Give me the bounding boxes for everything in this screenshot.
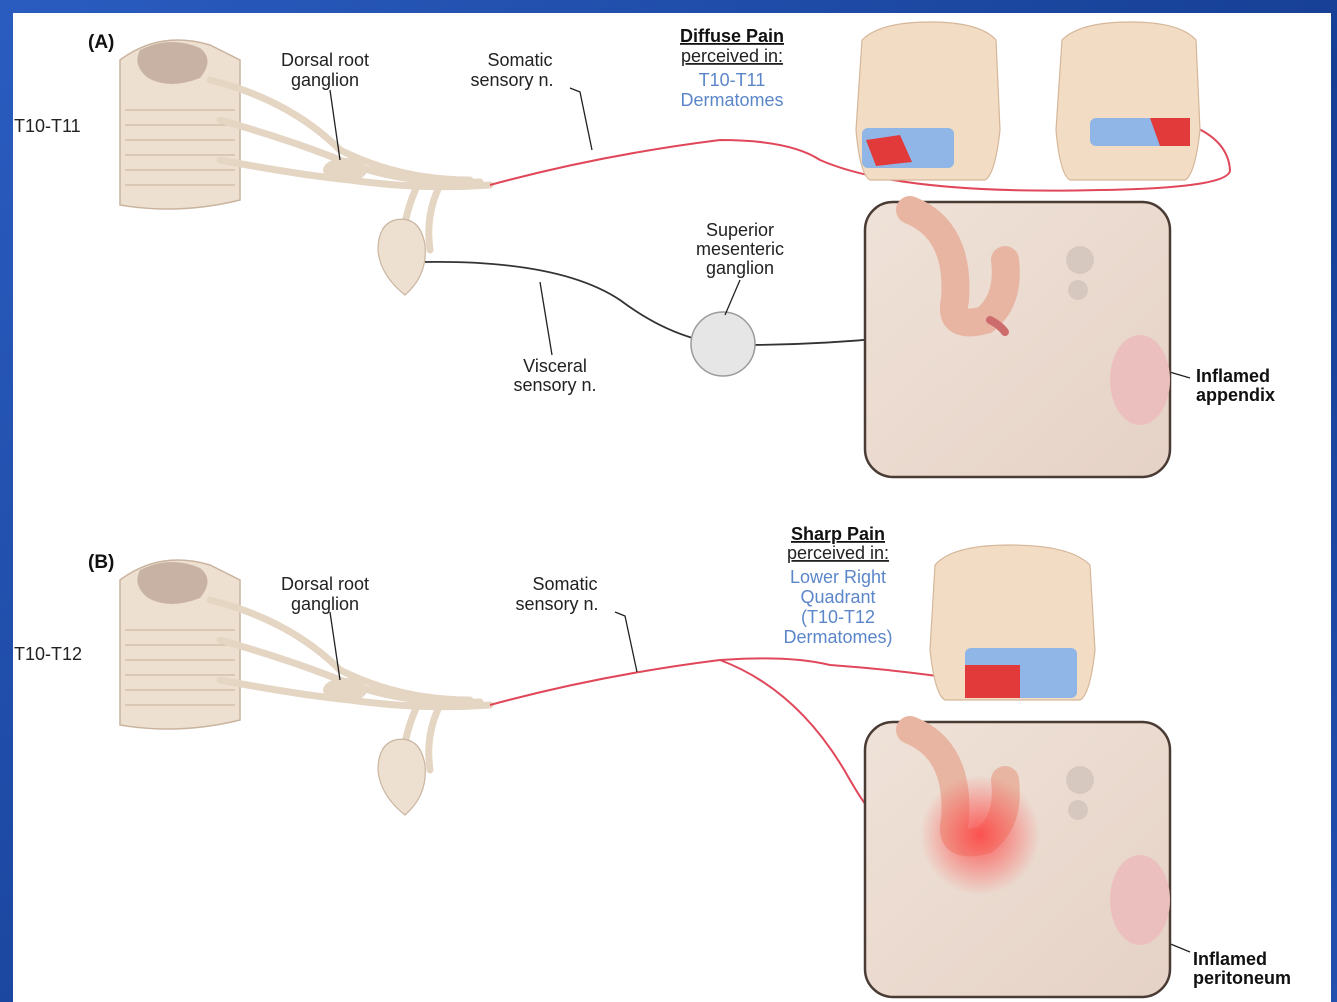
torso-front-b xyxy=(930,545,1095,700)
spinal-cord-b xyxy=(120,560,240,729)
region-label-b-1: Lower Right xyxy=(790,567,886,587)
organ-label-a-1: Inflamed xyxy=(1196,366,1270,386)
leader-somatic-a xyxy=(570,88,592,150)
organ-label-a-2: appendix xyxy=(1196,385,1275,405)
somatic-label-a-1: Somatic xyxy=(487,50,552,70)
abdomen-inset-a xyxy=(865,202,1170,477)
superior-label-1: Superior xyxy=(706,220,774,240)
visceral-label-2: sensory n. xyxy=(513,375,596,395)
torso-back-a xyxy=(1056,22,1200,180)
pain-sub-a: perceived in: xyxy=(681,46,783,66)
region-label-b-4: Dermatomes) xyxy=(783,627,892,647)
intestine-b xyxy=(1110,855,1170,945)
region-label-b-2: Quadrant xyxy=(800,587,875,607)
pain-title-a: Diffuse Pain xyxy=(680,26,784,46)
vertebra-b1 xyxy=(1066,766,1094,794)
torso-front-a xyxy=(856,22,1000,180)
leader-visceral xyxy=(540,282,552,355)
intestine-a xyxy=(1110,335,1170,425)
level-label-a: T10-T11 xyxy=(14,116,81,136)
somatic-label-a-2: sensory n. xyxy=(470,70,553,90)
spinal-cord-a xyxy=(120,40,240,209)
organ-label-b-1: Inflamed xyxy=(1193,949,1267,969)
inflamed-region-b xyxy=(920,775,1040,895)
organ-label-b-2: peritoneum xyxy=(1193,968,1291,988)
panel-b-letter: (B) xyxy=(88,552,114,573)
abdomen-inset-b xyxy=(865,722,1170,997)
superior-mesenteric-ganglion xyxy=(691,312,755,376)
visceral-label-1: Visceral xyxy=(523,356,587,376)
dorsal-root-ganglion-b xyxy=(323,678,367,702)
leader-superior xyxy=(725,280,740,315)
panel-b xyxy=(120,545,1190,997)
dorsal-root-label-b-1: Dorsal root xyxy=(281,574,369,594)
pain-sub-b: perceived in: xyxy=(787,543,889,563)
somatic-label-b-2: sensory n. xyxy=(515,594,598,614)
sympathetic-ganglion-b xyxy=(378,739,425,815)
region-label-a-1: T10-T11 xyxy=(699,70,766,90)
region-label-b-3: (T10-T12 xyxy=(801,607,875,627)
dorsal-root-label-b-2: ganglion xyxy=(291,594,359,614)
leader-somatic-b xyxy=(615,612,637,672)
region-label-a-2: Dermatomes xyxy=(680,90,783,110)
superior-label-2: mesenteric xyxy=(696,239,784,259)
panel-a xyxy=(120,22,1230,477)
pain-area-b xyxy=(965,665,1020,698)
dorsal-root-ganglion-a xyxy=(323,158,367,182)
pain-title-b: Sharp Pain xyxy=(791,524,885,544)
vertebra-a1 xyxy=(1066,246,1094,274)
superior-label-3: ganglion xyxy=(706,258,774,278)
level-label-b: T10-T12 xyxy=(14,644,82,664)
vertebra-a2 xyxy=(1068,280,1088,300)
dorsal-root-label-a-2: ganglion xyxy=(291,70,359,90)
somatic-label-b-1: Somatic xyxy=(532,574,597,594)
dorsal-root-label-a-1: Dorsal root xyxy=(281,50,369,70)
somatic-nerve-b xyxy=(490,658,965,705)
vertebra-b2 xyxy=(1068,800,1088,820)
sympathetic-ganglion-a xyxy=(378,219,425,295)
panel-a-letter: (A) xyxy=(88,32,114,53)
